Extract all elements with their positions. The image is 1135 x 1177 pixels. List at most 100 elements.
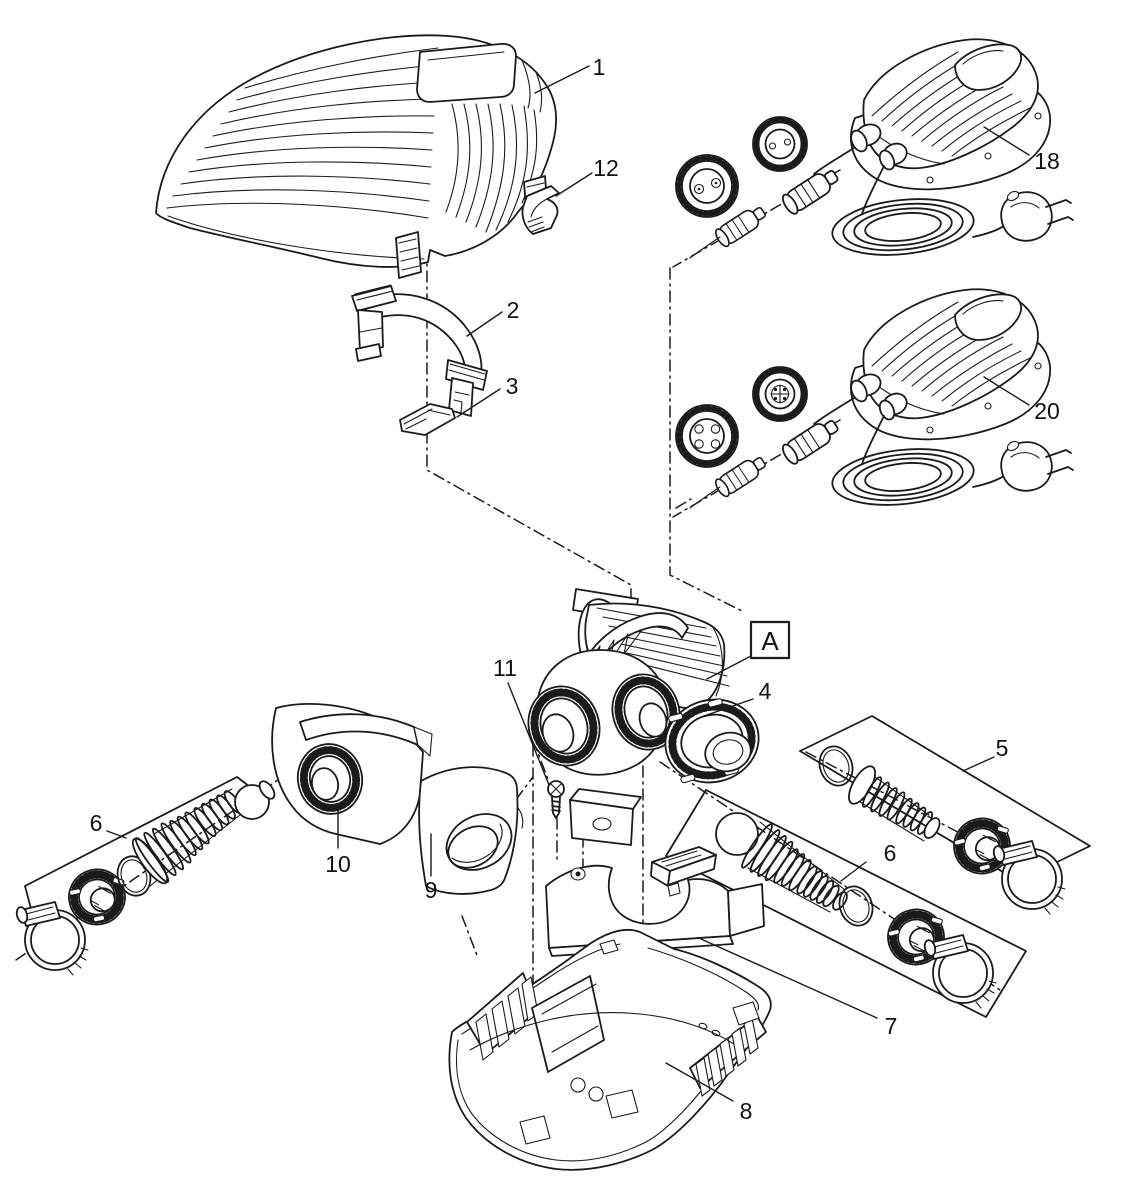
inline-connector xyxy=(779,164,843,218)
tail-tip-collar xyxy=(258,780,276,800)
cradle-front-face xyxy=(545,864,731,949)
union-nut-part-4 xyxy=(664,698,760,784)
tail-ring xyxy=(184,811,210,845)
pump-motor-unit-A xyxy=(527,588,730,776)
shell-inner-wall xyxy=(531,975,605,1073)
clip-part-3 xyxy=(399,403,456,436)
cover-rim-line xyxy=(167,215,425,260)
cover-foot xyxy=(395,231,422,279)
recess-line xyxy=(427,51,505,61)
clip3-body xyxy=(399,403,456,436)
bracket-front-face xyxy=(569,799,634,846)
enclosure-right-6 xyxy=(665,789,1027,1018)
hosetail-group-5-right xyxy=(813,740,1066,915)
latch-foot xyxy=(667,882,681,897)
leg-notches xyxy=(453,391,470,413)
cover-ribs-right xyxy=(445,59,543,233)
pin-dot xyxy=(782,387,787,392)
outlet-ring-knurl xyxy=(530,688,598,764)
shell-bottom-tabs xyxy=(519,1089,639,1145)
enclosure-right-5 xyxy=(799,715,1091,882)
pin-dot xyxy=(773,396,778,401)
callout-9: 9 xyxy=(425,877,438,903)
handle-leg-left xyxy=(357,309,384,353)
strainer-cover-part-1 xyxy=(155,34,557,279)
plate10-end-cap xyxy=(413,726,433,757)
guide-pump-to-shell xyxy=(349,739,644,1119)
latch-slots xyxy=(661,850,702,867)
ref-a-box xyxy=(749,620,791,660)
pin-dot xyxy=(697,187,701,191)
short-hose-tail-5 xyxy=(848,765,941,842)
nut4-opening xyxy=(704,731,752,773)
stepped-hose-tail-right xyxy=(715,812,848,913)
socket-cross xyxy=(770,384,790,404)
pad-hatch xyxy=(448,363,486,381)
hosetail-group-6-left xyxy=(14,780,276,976)
outlet-opening xyxy=(541,713,575,753)
socket-rim-teeth xyxy=(676,155,738,217)
shell-right-vents xyxy=(695,1017,759,1097)
tail-ring xyxy=(802,870,824,898)
inline-connector xyxy=(779,414,843,468)
connector-tail-wire xyxy=(689,486,721,509)
callout-12: 12 xyxy=(593,155,619,181)
callouts: 1 12 2 3 18 20 A 4 11 6 10 9 5 6 7 8 xyxy=(90,54,1060,1124)
screw-shaft xyxy=(551,796,561,819)
tail-ring xyxy=(757,835,787,877)
tail-ring xyxy=(861,776,883,808)
pin-dot xyxy=(714,181,718,185)
pin-hole xyxy=(694,424,704,434)
clamp-plate-part-9 xyxy=(418,766,524,895)
clip3-detail xyxy=(403,403,453,430)
pin-hole xyxy=(710,439,721,449)
callout-11: 11 xyxy=(493,655,517,681)
tail-ring xyxy=(886,791,906,821)
callout-6-right: 6 xyxy=(884,840,897,866)
outlet-opening xyxy=(638,702,668,738)
clip12-body xyxy=(521,185,560,235)
pin-hole xyxy=(694,439,704,449)
tail-ring xyxy=(151,827,185,871)
pad-hatch xyxy=(354,284,394,301)
socket-face xyxy=(689,418,725,454)
tail-ring xyxy=(788,858,812,892)
control-unit-assembly-20 xyxy=(675,288,1074,513)
socket-face xyxy=(689,168,725,204)
socket-rim-teeth xyxy=(753,367,807,421)
stepped-hose-tail-left xyxy=(131,780,276,887)
shell-post xyxy=(588,1086,604,1102)
callout-3: 3 xyxy=(506,373,519,399)
tail-ring xyxy=(870,781,890,813)
pin-hole xyxy=(710,177,722,189)
nut4-slot xyxy=(707,698,723,708)
outlet-ring-knurl xyxy=(614,676,678,748)
cradle-side-face xyxy=(727,883,765,937)
shell-corner-post xyxy=(732,1001,760,1026)
retaining-clip-part-12 xyxy=(521,185,560,235)
shell-rim-dot xyxy=(711,1029,721,1037)
nut4-bore xyxy=(712,739,744,765)
pin-hole xyxy=(693,183,705,195)
socket-face xyxy=(764,128,796,160)
boss-hole xyxy=(575,871,581,877)
tail-ring xyxy=(878,787,898,817)
motor-end-cap xyxy=(711,625,723,697)
pin-dot xyxy=(782,396,787,401)
handle-pad-left xyxy=(351,285,397,312)
leader-lines xyxy=(106,65,1030,1102)
nut4-slot xyxy=(668,712,684,723)
callout-7: 7 xyxy=(885,1013,898,1039)
shell-left-vents xyxy=(475,976,539,1061)
plate10-ring-opening xyxy=(310,767,340,801)
handle-foot-left xyxy=(355,343,382,362)
carry-handle-part-2 xyxy=(351,284,488,417)
leg-step xyxy=(359,327,383,333)
plate9-hole-depth xyxy=(451,823,503,863)
shell-floor-line xyxy=(469,1012,735,1051)
callout-4: 4 xyxy=(759,678,772,704)
socket-rim-teeth xyxy=(753,117,807,171)
shell-rim-dot xyxy=(698,1022,708,1030)
tail-ring xyxy=(815,880,835,904)
